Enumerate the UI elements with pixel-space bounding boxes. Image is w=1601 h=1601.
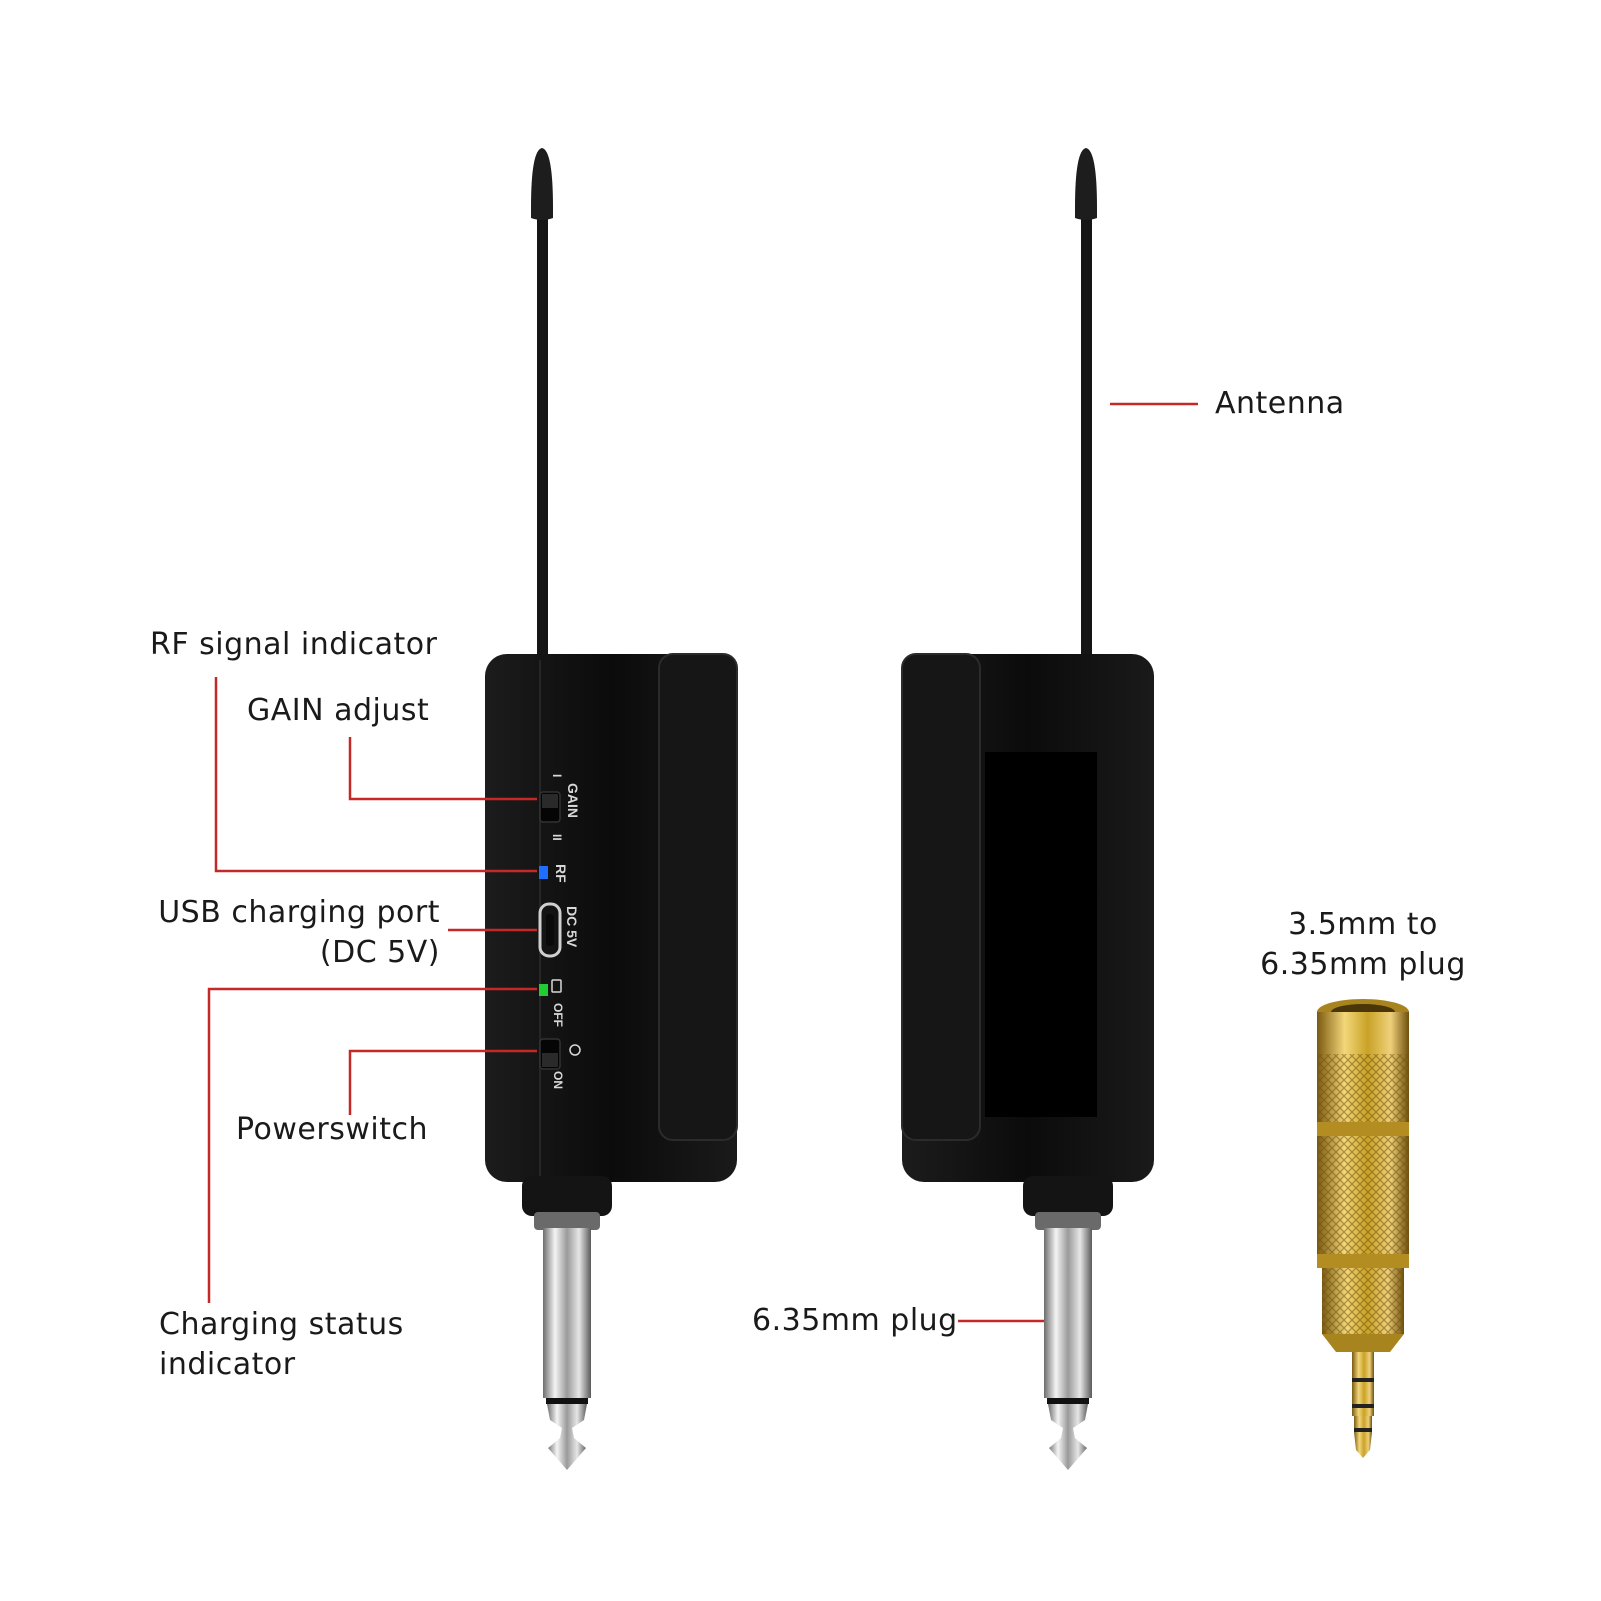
antenna-tip-right <box>1075 148 1097 220</box>
on-marking: ON <box>551 1071 565 1089</box>
antenna-rod-left <box>537 200 548 660</box>
label-rf-indicator: RF signal indicator <box>150 627 438 662</box>
plug-collar-left <box>522 1176 612 1216</box>
jack-plug-left <box>543 1228 591 1398</box>
label-charging-status-1: Charging status <box>159 1307 404 1342</box>
battery-door-left <box>658 653 738 1141</box>
leader-gain <box>348 737 537 801</box>
antenna-tip-left <box>531 148 553 220</box>
belt-clip <box>985 752 1097 1117</box>
charge-led <box>539 984 548 996</box>
gain-marking: GAIN <box>565 783 581 818</box>
rf-marking: RF <box>553 864 569 883</box>
label-usb-port-1: USB charging port <box>158 895 440 930</box>
gain-low-marking: I <box>550 774 564 777</box>
jack-plug-right <box>1044 1228 1092 1398</box>
power-icon <box>569 1044 581 1056</box>
off-marking: OFF <box>551 1003 565 1027</box>
adapter-plug <box>1317 999 1409 1458</box>
leader-rf <box>214 677 537 873</box>
label-usb-port-2: (DC 5V) <box>319 935 440 970</box>
label-power-switch: Powerswitch <box>236 1112 428 1147</box>
receiver-back <box>901 148 1154 1470</box>
antenna-rod-right <box>1081 200 1092 660</box>
battery-icon <box>551 979 562 993</box>
dc-marking: DC 5V <box>564 906 580 948</box>
label-gain-adjust: GAIN adjust <box>247 693 430 728</box>
label-635-plug: 6.35mm plug <box>752 1303 958 1338</box>
label-adapter-2: 6.35mm plug <box>1260 947 1466 982</box>
receiver-front: GAIN I II RF DC 5V OFF ON <box>485 148 738 1470</box>
leader-charge <box>207 987 537 1303</box>
usb-port <box>538 902 562 958</box>
rf-led <box>539 866 548 879</box>
label-antenna: Antenna <box>1215 386 1345 421</box>
gain-high-marking: II <box>550 834 564 841</box>
leader-lines <box>207 402 1198 1323</box>
label-charging-status-2: indicator <box>159 1347 296 1382</box>
label-adapter-1: 3.5mm to <box>1288 907 1438 942</box>
leader-power <box>348 1049 537 1115</box>
